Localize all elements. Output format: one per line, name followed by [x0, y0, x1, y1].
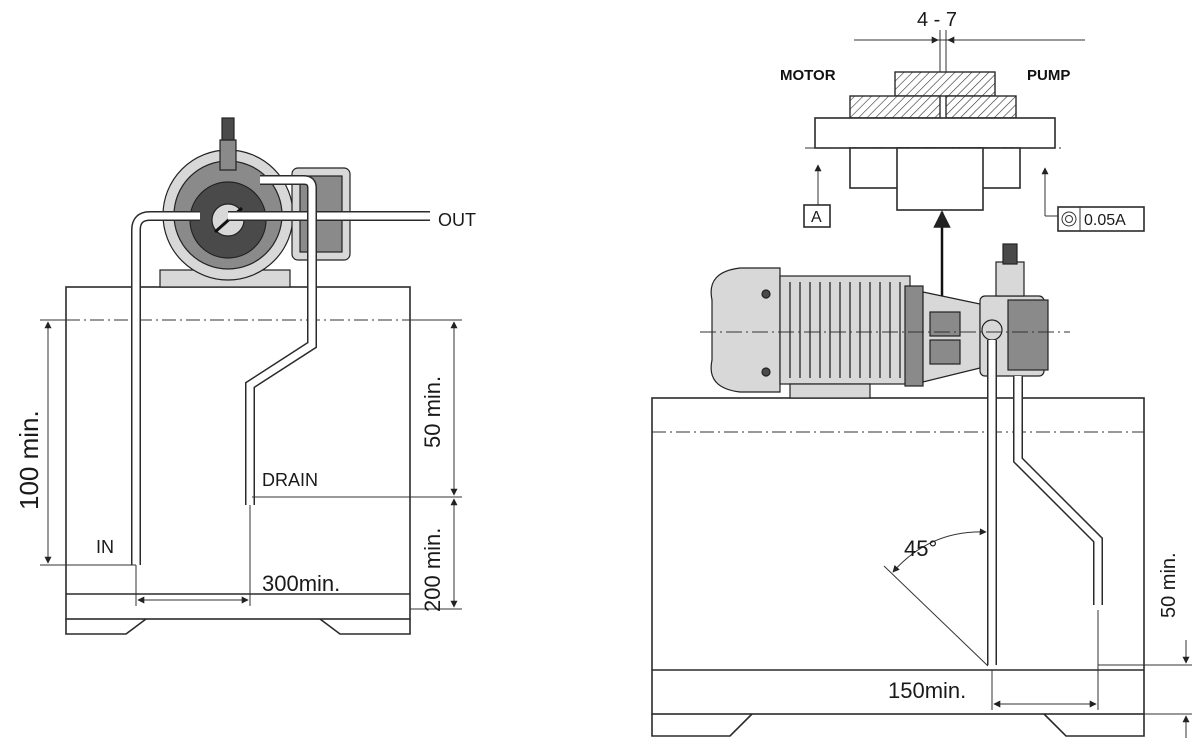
left-drain-pipe — [246, 176, 316, 505]
tolerance-label: 0.05A — [1084, 212, 1126, 229]
right-tank-foot-right — [1043, 713, 1145, 737]
left-pump-unit — [159, 117, 351, 288]
coupling-window-bottom — [929, 339, 961, 365]
right-side-view: 4 - 7 A 0.05A MOTOR PUMP — [651, 9, 1192, 738]
coupling-detail: 4 - 7 A 0.05A — [803, 9, 1145, 300]
coupling-hub-right — [945, 95, 1017, 119]
left-valve-stem — [219, 139, 237, 171]
motor-fins — [789, 282, 901, 378]
coupling-sleeve-top — [894, 71, 996, 97]
pump-cover — [1007, 299, 1049, 371]
left-tank — [65, 286, 411, 620]
label-out: OUT — [438, 210, 476, 230]
left-in-pipe — [132, 212, 200, 565]
motor-body — [779, 275, 911, 385]
right-motor — [710, 267, 924, 399]
dim-r50-label: 50 min. — [1158, 552, 1180, 618]
label-motor: MOTOR — [780, 67, 836, 84]
label-pump: PUMP — [1027, 67, 1070, 84]
dim-100-label: 100 min. — [14, 410, 44, 510]
pump-valve — [995, 261, 1025, 297]
bell-housing — [922, 291, 981, 383]
angle-45-arc — [892, 528, 987, 573]
dim-200-label: 200 min. — [420, 528, 445, 612]
label-drain: DRAIN — [262, 470, 318, 490]
angle-45-line — [883, 565, 989, 667]
datum-a-box — [803, 204, 831, 228]
left-tank-foot-left — [65, 618, 147, 635]
pump-adjust-screw — [1002, 243, 1018, 265]
coupling-hub-left — [849, 95, 941, 119]
motor-flange — [904, 285, 924, 387]
dim-150-label: 150min. — [888, 678, 966, 703]
motor-foot — [789, 383, 871, 399]
motor-bolt-bottom — [761, 367, 771, 377]
label-in: IN — [96, 537, 114, 557]
left-adjust-screw — [221, 117, 235, 141]
right-tank-foot-left — [651, 713, 753, 737]
dim-300-label: 300min. — [262, 571, 340, 596]
concentricity-icon-inner — [1065, 215, 1073, 223]
coupling-spider — [896, 147, 984, 211]
motor-end-cap — [710, 267, 781, 393]
left-tank-foot-right — [319, 618, 411, 635]
coupling-shafts — [814, 117, 1056, 149]
pump-inlet-fitting — [981, 319, 1003, 341]
angle-45-label: 45° — [904, 536, 937, 561]
datum-a-label: A — [811, 209, 822, 226]
motor-bolt-top — [761, 289, 771, 299]
concentricity-icon-outer — [1061, 211, 1077, 227]
dim-50-label: 50 min. — [420, 376, 445, 448]
right-tank — [651, 397, 1145, 715]
gap-label: 4 - 7 — [917, 9, 957, 31]
left-side-view: 100 min. 50 min. 200 min. 300min. OUT IN… — [14, 117, 476, 635]
right-drain-pipe — [1014, 376, 1102, 605]
